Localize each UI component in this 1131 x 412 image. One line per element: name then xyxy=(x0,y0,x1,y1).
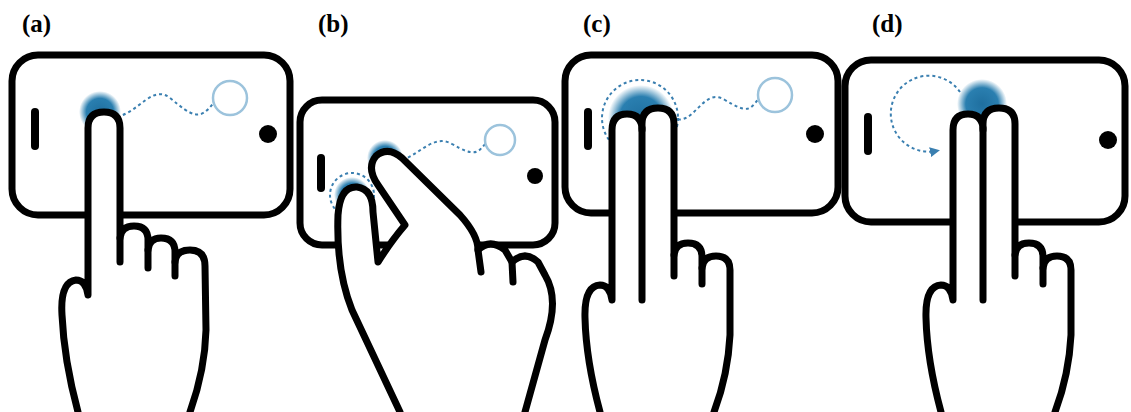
touch-points xyxy=(79,79,1007,213)
gesture-paths xyxy=(100,76,960,217)
hand-pinch xyxy=(338,151,553,412)
panel-label: (b) xyxy=(318,10,349,38)
finger-crease xyxy=(478,250,513,282)
panel-label: (c) xyxy=(583,10,611,38)
finger-crease xyxy=(983,128,1043,300)
hand-outline xyxy=(926,108,1071,412)
hand-outline xyxy=(585,108,730,412)
hand-outline xyxy=(62,112,206,412)
home-button xyxy=(259,125,277,143)
finger-crease xyxy=(642,128,702,300)
speaker-bar xyxy=(864,117,872,151)
home-button xyxy=(1099,131,1117,149)
hand-outline xyxy=(338,151,553,412)
target-circle xyxy=(213,81,247,115)
panel-label: (d) xyxy=(872,10,903,38)
speaker-bar xyxy=(317,158,325,188)
hands xyxy=(62,108,1071,412)
hand-two-finger xyxy=(926,108,1071,412)
home-button xyxy=(527,168,543,184)
drag-path xyxy=(672,97,759,119)
target-circle xyxy=(758,78,792,112)
speaker-bar xyxy=(584,112,592,146)
target-circles xyxy=(213,78,792,155)
phone-outline xyxy=(565,55,838,213)
home-button xyxy=(806,125,824,143)
panel-label: (a) xyxy=(22,10,51,38)
target-circle xyxy=(485,125,515,155)
hand-one-finger xyxy=(62,112,206,412)
hand-two-finger xyxy=(585,108,730,412)
speaker-bar xyxy=(31,112,39,146)
finger-crease xyxy=(120,238,175,276)
speaker-bars xyxy=(35,112,868,188)
phone-outline xyxy=(12,55,290,215)
